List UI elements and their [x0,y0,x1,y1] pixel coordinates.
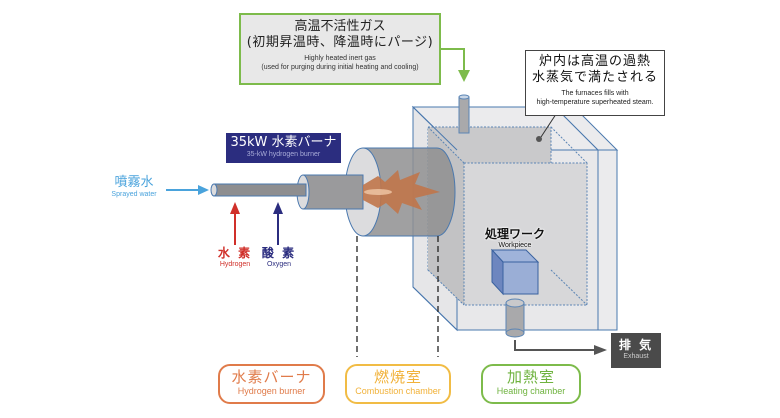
steam-en-1: The furnaces fills with [561,90,629,97]
section-en: Combustion chamber [355,386,441,396]
burner-spec-label: 35kW 水素バーナ 35-kW hydrogen burner [226,133,341,163]
inert-gas-subtitle: (初期昇温時、降温時にパージ) [246,35,434,50]
steam-title-2: 水蒸気で満たされる [531,70,658,85]
hydrogen-arrow [230,202,240,245]
workpiece-en: Workpiece [498,242,532,249]
steam-en-2: high-temperature superheated steam. [536,99,654,106]
section-en: Hydrogen burner [237,386,306,396]
inert-gas-callout: 高温不活性ガス (初期昇温時、降温時にパージ) Highly heated in… [239,13,441,85]
steam-note-dot [536,136,542,142]
oxygen-title: 酸 素 [261,246,297,260]
section-hydrogen-burner: 水素バーナ Hydrogen burner [218,364,325,404]
section-title: 水素バーナ [231,368,312,386]
inert-gas-en-2: (used for purging during initial heating… [261,64,419,71]
exhaust-label: 排 気 Exhaust [611,333,661,368]
exhaust-title: 排 気 [618,338,654,352]
section-heating-chamber: 加熱室 Heating chamber [481,364,581,404]
hydrogen-en: Hydrogen [219,261,251,268]
sprayed-water-label: 噴霧水 Sprayed water [104,175,164,199]
flame [363,170,440,214]
oxygen-arrow [273,202,283,245]
oxygen-en: Oxygen [266,261,292,268]
steam-callout: 炉内は高温の過熱 水蒸気で満たされる The furnaces fills wi… [525,50,665,116]
sprayed-water-en: Sprayed water [111,191,157,198]
workpiece-cube [490,248,540,296]
exhaust-pipe [505,298,525,338]
section-en: Heating chamber [496,386,566,396]
section-title: 加熱室 [506,368,555,386]
inert-gas-en-1: Highly heated inert gas [304,55,376,62]
hydrogen-label: 水 素 Hydrogen [210,246,260,269]
burner-spec-title: 35kW 水素バーナ [230,135,337,150]
inert-gas-nozzle [458,94,470,134]
inert-gas-arrow [441,48,470,82]
sprayed-water-title: 噴霧水 [114,175,154,190]
workpiece-title: 処理ワーク [484,227,545,241]
lance-tube [210,183,307,197]
oxygen-label: 酸 素 Oxygen [254,246,304,269]
workpiece-label: 処理ワーク Workpiece [470,227,560,250]
burner-tube [296,174,364,210]
inert-gas-title: 高温不活性ガス [294,19,386,34]
section-combustion-chamber: 燃焼室 Combustion chamber [345,364,451,404]
burner-spec-en: 35-kW hydrogen burner [246,151,321,158]
exhaust-en: Exhaust [623,353,649,360]
exhaust-arrow [514,340,607,355]
section-title: 燃焼室 [373,368,422,386]
steam-title-1: 炉内は高温の過熱 [538,54,651,69]
sprayed-water-arrow [166,185,209,195]
hydrogen-title: 水 素 [217,246,253,260]
